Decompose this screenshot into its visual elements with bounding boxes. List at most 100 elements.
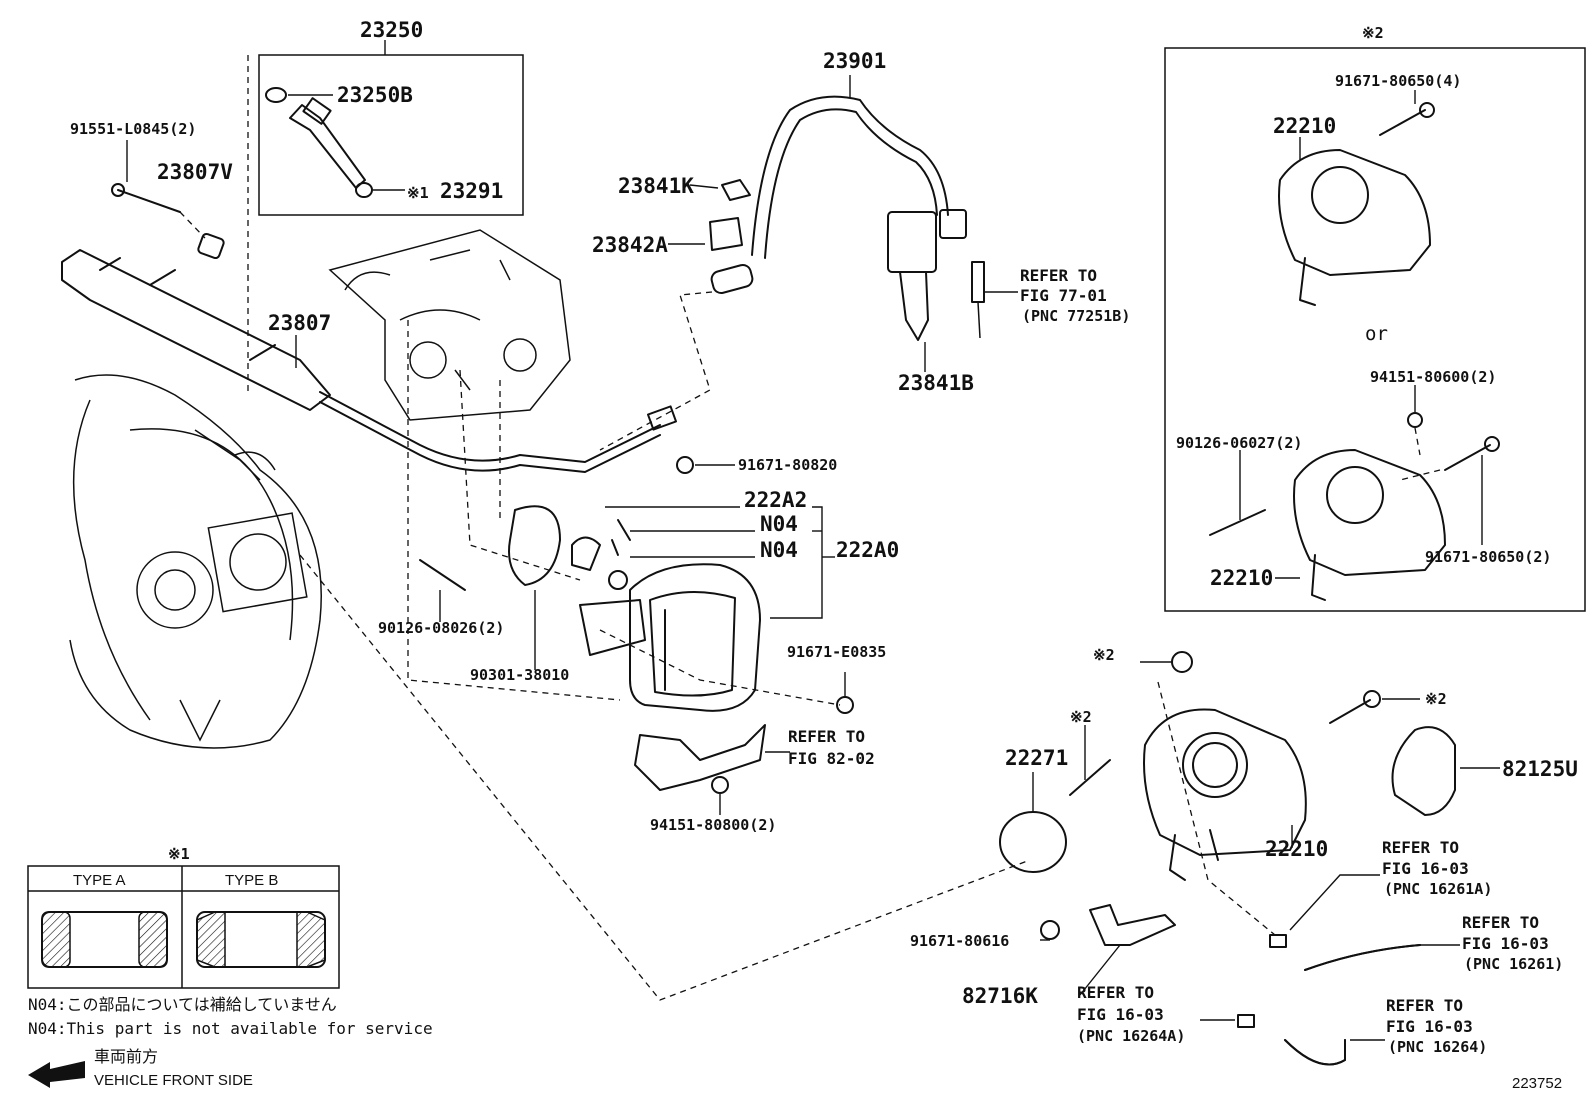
hose-82125u <box>1391 726 1456 816</box>
injector-connector <box>302 97 332 125</box>
ref16d-line1: REFER TO <box>1386 996 1463 1015</box>
head-body <box>328 229 571 421</box>
clip-222a2 <box>571 536 601 571</box>
throttle-plate <box>1192 742 1238 788</box>
label-22210-b: 22210 <box>1210 566 1273 590</box>
alternate-throttle-box <box>1164 47 1586 612</box>
label-222a2: 222A2 <box>744 488 807 512</box>
label-94151-80800: 94151-80800(2) <box>650 816 776 834</box>
hose-16264-inner <box>1284 1039 1346 1066</box>
label-23807: 23807 <box>268 311 331 335</box>
injector-detail-box <box>258 54 524 216</box>
ref16b-line2: FIG 16-03 <box>1462 934 1549 953</box>
label-23291: 23291 <box>440 179 503 203</box>
label-n04-a: N04 <box>760 512 798 536</box>
throttle-bore-a <box>1311 166 1369 224</box>
bolt-91671-80650-b <box>1444 444 1491 471</box>
throttle-nipple-a <box>1299 257 1316 306</box>
front-arrow-icon <box>28 1061 85 1088</box>
throttle-bore <box>1182 732 1248 798</box>
type-a-header: TYPE A <box>73 872 126 889</box>
dash-bolt-collar <box>179 211 206 239</box>
throttle-body-cover <box>649 591 736 697</box>
ref16d-line3: (PNC 16264) <box>1388 1038 1487 1056</box>
throttle-bore-b <box>1326 466 1384 524</box>
label-23841b: 23841B <box>898 371 974 395</box>
label-91671-80650-4: 91671-80650(4) <box>1335 72 1461 90</box>
dash-hose-fitting <box>599 291 713 451</box>
purge-hose-group <box>599 75 967 451</box>
throttle-gasket-flange <box>579 599 646 656</box>
head-port-2 <box>503 338 537 372</box>
type-a-hatch-right <box>138 911 168 968</box>
label-91671-80650-2: 91671-80650(2) <box>1425 548 1551 566</box>
ref16c-line1: REFER TO <box>1077 983 1154 1002</box>
label-23842a: 23842A <box>592 233 668 257</box>
bolt-91671-80650-b-head <box>1484 436 1500 452</box>
clip-23841k <box>721 179 751 201</box>
ref16c-line2: FIG 16-03 <box>1077 1005 1164 1024</box>
label-82125u: 82125U <box>1502 757 1578 781</box>
stud-90126-08026 <box>419 559 466 591</box>
mark-stud-22210: ※2 <box>1070 708 1092 726</box>
type-a-hatch-left <box>41 911 71 968</box>
o-ring-23250b <box>265 87 287 103</box>
leader-23841k <box>689 184 719 189</box>
plug-n04b <box>608 570 628 590</box>
gasket-90301 <box>508 505 561 586</box>
throttle-body-22210-group <box>999 651 1500 1066</box>
intake-flange <box>207 512 308 613</box>
dash-routing-long <box>299 554 1031 1001</box>
harness-wire <box>977 301 981 339</box>
throttle-nipple-b <box>1311 554 1326 601</box>
label-82716k: 82716K <box>962 984 1038 1008</box>
label-or: or <box>1365 323 1388 345</box>
type-b-header: TYPE B <box>225 872 278 889</box>
mark-nut-22210: ※2 <box>1093 646 1115 664</box>
label-n04-b: N04 <box>760 538 798 562</box>
ref77-line2: FIG 77-01 <box>1020 286 1107 305</box>
ref82-line2: FIG 82-02 <box>788 749 875 768</box>
alternate-detail-box <box>1164 47 1586 612</box>
bolt-22210 <box>1329 699 1371 724</box>
bolt-91551-head <box>111 183 125 197</box>
type-b-hatch-left <box>196 911 226 968</box>
fuel-pipe-line-2 <box>319 401 661 473</box>
throttle-body-22210-a <box>1278 149 1431 276</box>
sensor-connector-group <box>887 211 1018 372</box>
note-n04-english: N04:This part is not available for servi… <box>28 1019 433 1038</box>
ref16a-line2: FIG 16-03 <box>1382 859 1469 878</box>
label-222a0: 222A0 <box>836 538 899 562</box>
intake-manifold-outline <box>69 374 322 749</box>
stud-22210 <box>1069 759 1111 796</box>
ref16d-line2: FIG 16-03 <box>1386 1017 1473 1036</box>
hose-connector-23901 <box>939 209 967 239</box>
connector-23841b <box>887 211 937 273</box>
pin-n04a <box>611 519 631 556</box>
label-91671-e0835: 91671-E0835 <box>787 643 886 661</box>
fuel-rail-bosses <box>99 257 276 361</box>
egr-valve-body <box>136 551 214 629</box>
head-port-1 <box>409 341 447 379</box>
fuel-injector <box>289 104 366 189</box>
ref16c-line3: (PNC 16264A) <box>1077 1027 1185 1045</box>
cylinder-head-outline <box>328 229 571 421</box>
label-91671-80820: 91671-80820 <box>738 456 837 474</box>
bracket-82716k <box>1089 904 1176 946</box>
ref82-line1: REFER TO <box>788 727 865 746</box>
vacuum-hose-23901-inner <box>764 108 938 259</box>
vacuum-hose-23901 <box>751 95 949 256</box>
stud-90126-06027 <box>1209 509 1266 536</box>
hose-16261 <box>1304 944 1421 971</box>
fuel-pipe-line <box>319 391 661 463</box>
dash-throttle-bolt <box>599 629 841 706</box>
label-90126-08026: 90126-08026(2) <box>378 619 504 637</box>
bolt-91671-80650-a-head <box>1419 102 1435 118</box>
ref16b-line1: REFER TO <box>1462 913 1539 932</box>
clip-16261a <box>1269 934 1287 948</box>
label-23250: 23250 <box>360 18 423 42</box>
clip-16264a <box>1237 1014 1255 1028</box>
egr-valve-cap <box>154 569 196 611</box>
clamp-23842a <box>709 217 743 251</box>
